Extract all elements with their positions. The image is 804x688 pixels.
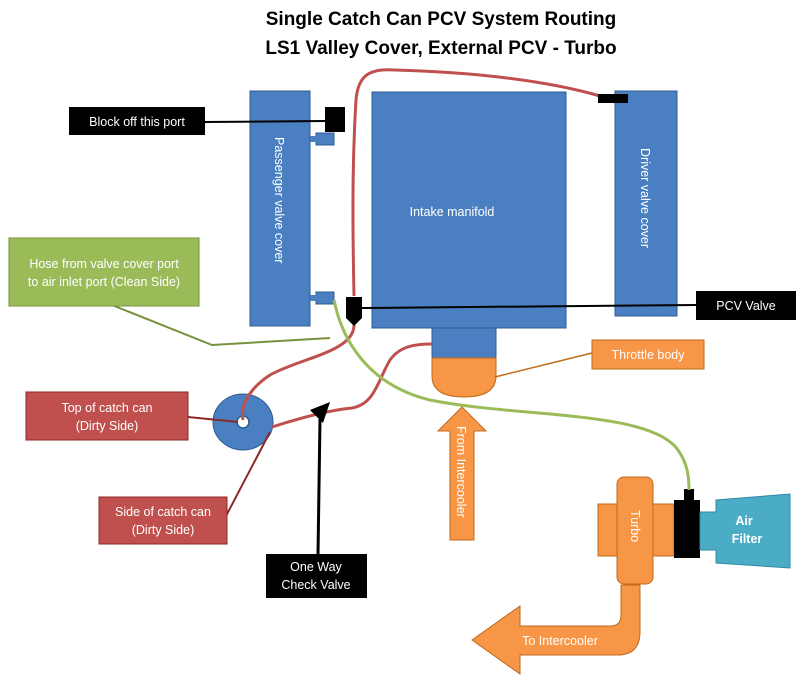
intake-manifold-label: Intake manifold	[410, 205, 495, 219]
turbo-label: Turbo	[628, 510, 642, 542]
green-hose-clean-side	[332, 299, 691, 491]
side-catch-can-leader	[225, 431, 271, 517]
top-catch-can-leader	[187, 416, 239, 423]
red-hose-catch-can-to-throttle	[271, 342, 433, 429]
air-filter-label-line-2: Filter	[732, 532, 763, 546]
turbo-inlet-coupler	[674, 500, 700, 558]
passenger-upper-port-stub	[310, 136, 318, 142]
top-catch-can-callout-line-2: (Dirty Side)	[76, 419, 139, 433]
to-intercooler-label: To Intercooler	[522, 634, 598, 648]
pcv-valve-leader	[361, 304, 697, 309]
to-intercooler-arrow	[471, 584, 641, 675]
check-valve-arrow	[310, 402, 330, 423]
air-filter	[699, 493, 791, 569]
title-line-2: LS1 Valley Cover, External PCV - Turbo	[265, 38, 616, 59]
red-hose-pcv-to-driver	[351, 68, 601, 297]
block-off-cap	[325, 107, 345, 132]
driver-cover-fitting	[598, 94, 628, 103]
check-valve-callout-line-2: Check Valve	[281, 578, 350, 592]
turbo	[616, 476, 654, 585]
pcv-valve-callout-text: PCV Valve	[716, 299, 776, 313]
throttle-body-callout	[591, 339, 705, 370]
check-valve-callout	[266, 554, 367, 598]
block-off-callout	[69, 107, 205, 135]
top-catch-can-callout	[25, 391, 189, 441]
throttle-body-leader	[494, 352, 593, 378]
from-intercooler-arrow	[436, 406, 488, 541]
air-filter-label-line-1: Air	[735, 514, 753, 528]
pcv-valve-callout	[696, 291, 796, 320]
block-off-leader	[204, 120, 327, 123]
throttle-body-callout-text: Throttle body	[612, 348, 686, 362]
hose-clean-callout-line-1: Hose from valve cover port	[29, 257, 179, 271]
throttle-body	[431, 357, 497, 398]
side-catch-can-callout-line-1: Side of catch can	[115, 505, 211, 519]
hose-clean-leader	[111, 304, 331, 347]
passenger-upper-port	[315, 132, 335, 146]
hose-clean-callout	[8, 237, 200, 307]
passenger-lower-port-stub	[310, 295, 318, 301]
side-catch-can-callout-line-2: (Dirty Side)	[132, 523, 195, 537]
passenger-valve-cover	[249, 90, 311, 327]
red-hose-pcv-to-catch-can	[240, 324, 356, 421]
from-intercooler-label: From Intercooler	[454, 426, 468, 518]
title-line-1: Single Catch Can PCV System Routing	[266, 9, 617, 30]
driver-valve-cover-label: Driver valve cover	[638, 148, 652, 248]
side-catch-can-callout	[98, 496, 228, 545]
top-catch-can-callout-line-1: Top of catch can	[61, 401, 152, 415]
check-valve-leader	[316, 418, 322, 555]
hose-clean-callout-line-2: to air inlet port (Clean Side)	[28, 275, 180, 289]
check-valve-callout-line-1: One Way	[290, 560, 342, 574]
air-inlet-port	[684, 489, 694, 501]
throttle-body-neck	[431, 327, 497, 359]
passenger-valve-cover-label: Passenger valve cover	[272, 137, 286, 263]
driver-valve-cover	[614, 90, 678, 317]
passenger-lower-port	[315, 291, 335, 305]
turbo-right-housing	[649, 503, 675, 557]
block-off-callout-text: Block off this port	[89, 115, 185, 129]
pcv-valve	[346, 297, 362, 326]
